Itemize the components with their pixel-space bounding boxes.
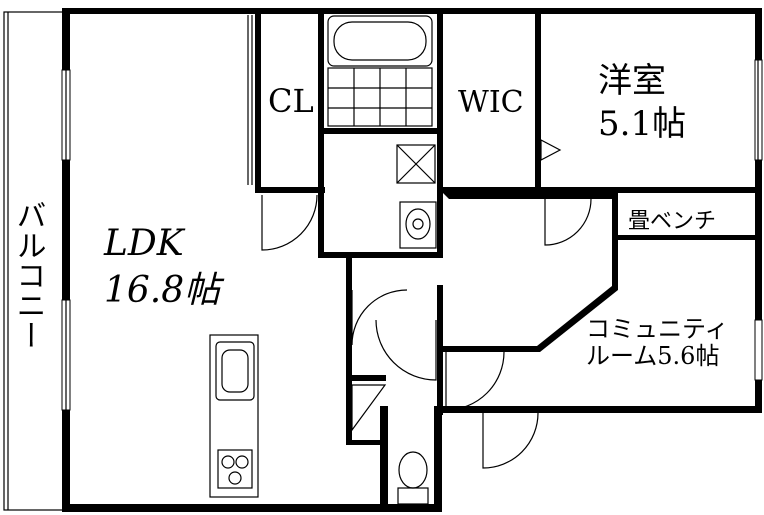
community-room-label-line1: コミュニティ	[586, 315, 729, 343]
washing-machine-space	[396, 144, 436, 184]
closet-label: CL	[268, 82, 314, 120]
windows	[61, 59, 763, 411]
interior-walls	[255, 8, 762, 445]
western-room-size-label: 5.1帖	[598, 104, 686, 144]
doors	[247, 15, 592, 469]
ldk-label: LDK	[103, 223, 186, 264]
tatami-bench-label: 畳ベンチ	[628, 209, 716, 234]
wash-basin	[399, 201, 437, 249]
wic-label: WIC	[458, 85, 524, 120]
ldk-size-label: 16.8帖	[104, 270, 225, 311]
community-room-label-line2: ルーム5.6帖	[586, 342, 719, 370]
balcony-label: バルコニー	[11, 200, 46, 350]
bathtub	[327, 15, 433, 127]
toilet	[397, 451, 429, 505]
outer-walls	[62, 8, 762, 512]
kitchen-counter	[209, 334, 259, 498]
western-room-label: 洋室	[598, 61, 666, 101]
